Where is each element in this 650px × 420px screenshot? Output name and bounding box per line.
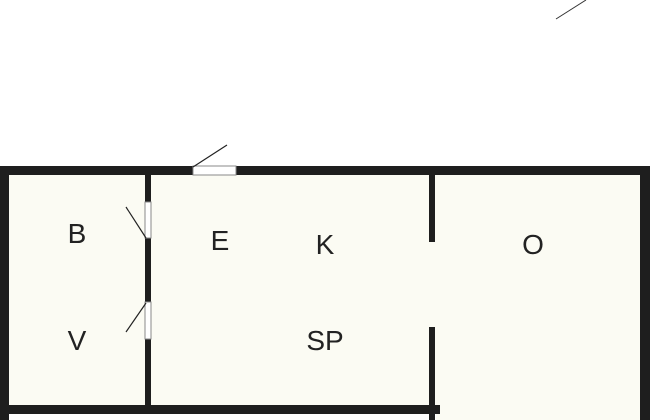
wall-top — [0, 166, 650, 175]
room-label-sp: SP — [306, 325, 343, 356]
wall-interior-left-low — [145, 339, 151, 409]
wall-right — [640, 166, 650, 420]
wall-interior-left — [145, 170, 151, 202]
door-swing-lower — [125, 302, 147, 333]
room-label-b: B — [68, 218, 87, 249]
floor-left — [8, 174, 436, 410]
stray-line — [555, 0, 587, 20]
room-label-o: O — [522, 229, 544, 260]
floor-right — [436, 174, 650, 420]
wall-interior-right-top — [429, 170, 435, 242]
room-label-k: K — [316, 229, 335, 260]
room-label-e: E — [211, 225, 230, 256]
wall-interior-left-mid — [145, 238, 151, 302]
room-label-v: V — [68, 325, 87, 356]
wall-bottom — [0, 405, 440, 414]
wall-interior-right-bottom — [429, 327, 435, 420]
door-opening-lower — [144, 301, 152, 340]
entrance-door-swing — [192, 144, 228, 168]
wall-left — [0, 166, 9, 420]
entrance-door-opening — [192, 165, 237, 176]
door-swing-upper — [125, 206, 147, 239]
door-opening-upper — [144, 201, 152, 239]
